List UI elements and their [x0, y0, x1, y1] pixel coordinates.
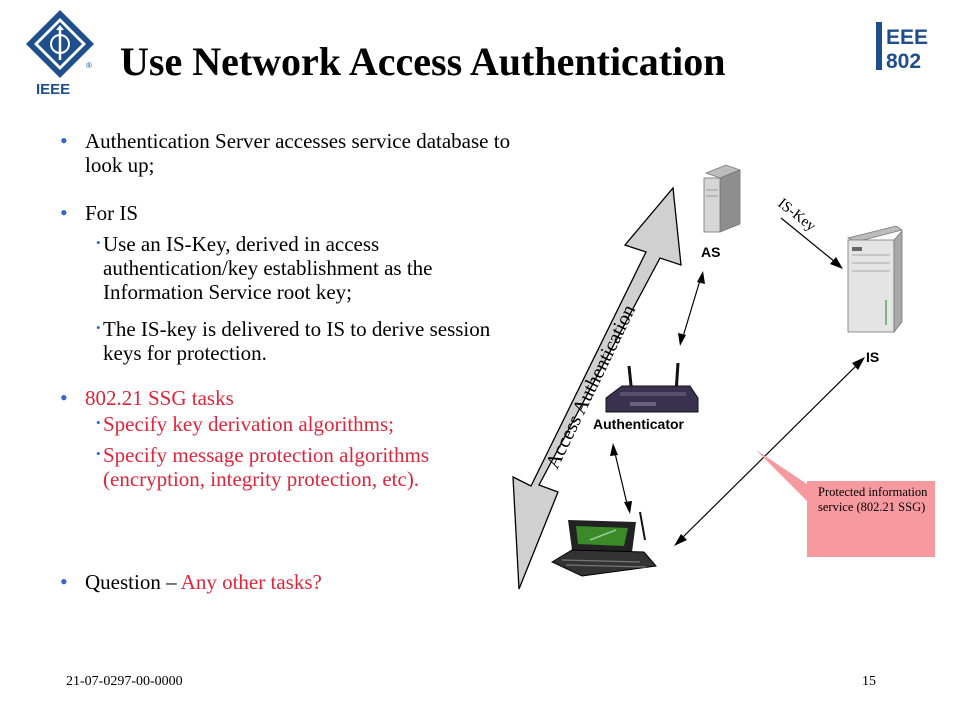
sub-bullet-3-1: • Specify key derivation algorithms;	[96, 412, 503, 436]
is-key-label: IS-Key	[775, 196, 819, 236]
bullet-3-text: 802.21 SSG tasks	[85, 386, 234, 410]
ieee-logo-text: IEEE	[36, 81, 70, 98]
bullet-dot-icon: •	[60, 385, 68, 410]
bullet-2-text: For IS	[85, 201, 139, 225]
bullet-4-highlight: Any other tasks?	[180, 570, 322, 594]
is-server-icon	[846, 225, 903, 334]
sub-bullet-3-2-text: Specify message protection algorithms (e…	[103, 443, 430, 491]
slide-title: Use Network Access Authentication	[120, 39, 726, 84]
as-label: AS	[701, 244, 720, 260]
is-laptop-arrow	[679, 362, 860, 541]
as-authenticator-arrow	[681, 276, 702, 341]
sub-bullet-3-1-text: Specify key derivation algorithms;	[103, 412, 395, 436]
network-diagram: Access Authentication AS IS IS-Key Authe…	[512, 164, 903, 590]
sub-bullet-3-2: • Specify message protection algorithms …	[96, 443, 488, 491]
document-id: 21-07-0297-00-0000	[66, 674, 183, 689]
sub-bullet-2-2-text: The IS-key is delivered to IS to derive …	[103, 317, 491, 365]
authenticator-router-icon	[605, 362, 699, 413]
bullet-1-text: Authentication Server accesses service d…	[85, 129, 511, 177]
bullet-1: • Authentication Server accesses service…	[60, 128, 525, 178]
svg-text:®: ®	[86, 61, 92, 70]
bullet-2: • For IS	[60, 200, 139, 226]
laptop-icon	[550, 511, 657, 577]
authenticator-laptop-arrow	[613, 448, 629, 509]
sub-bullet-dot-icon: •	[96, 320, 101, 335]
authenticator-label: Authenticator	[593, 416, 685, 432]
ieee-802-logo: EEE 802	[873, 19, 937, 75]
svg-text:EEE: EEE	[886, 26, 928, 49]
protected-is-callout: Protected information service (802.21 SS…	[807, 481, 935, 557]
sub-bullet-2-2: • The IS-key is delivered to IS to deriv…	[96, 317, 493, 365]
page-number: 15	[862, 674, 876, 689]
bullet-dot-icon: •	[60, 200, 68, 225]
bullet-dot-icon: •	[60, 128, 68, 153]
is-key-arrow	[780, 217, 841, 267]
sub-bullet-dot-icon: •	[96, 235, 101, 250]
access-authentication-arrow	[512, 186, 682, 590]
ieee-logo: ® IEEE	[26, 10, 94, 98]
is-label: IS	[866, 349, 879, 365]
bullet-4: • Question – Any other tasks?	[60, 569, 322, 595]
sub-bullet-2-1: • Use an IS-Key, derived in access authe…	[96, 232, 493, 304]
sub-bullet-2-1-text: Use an IS-Key, derived in access authent…	[103, 232, 433, 304]
as-server-icon	[703, 164, 742, 233]
svg-text:802: 802	[886, 50, 921, 73]
sub-bullet-dot-icon: •	[96, 446, 101, 461]
bullet-dot-icon: •	[60, 569, 68, 594]
bullet-3: • 802.21 SSG tasks	[60, 385, 234, 411]
bullet-4-text: Question –	[85, 570, 181, 594]
callout-pointer	[756, 450, 810, 504]
sub-bullet-dot-icon: •	[96, 415, 101, 430]
